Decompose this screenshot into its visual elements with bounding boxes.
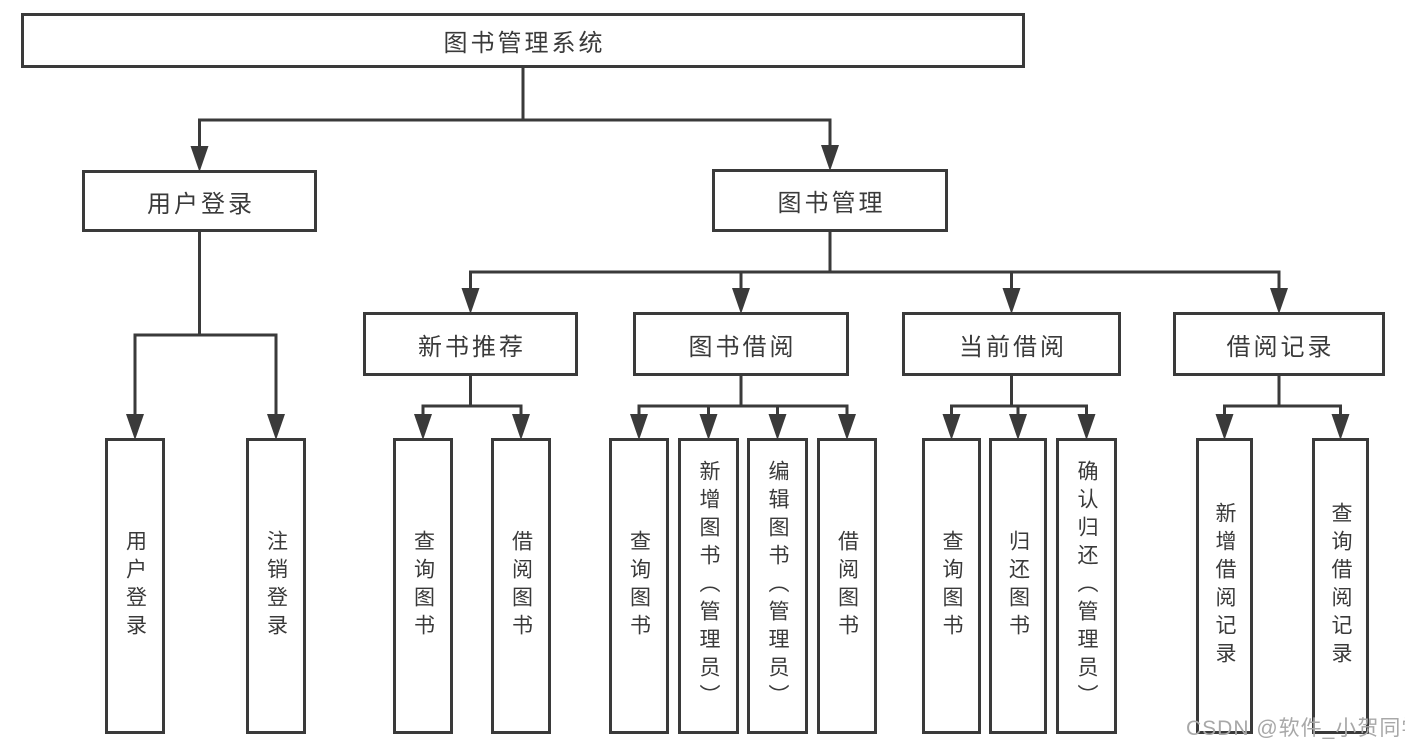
arrowhead-icon [630, 414, 648, 440]
node-label-cb-query: 查询图书 [940, 530, 963, 642]
node-label-new-book-rec: 新书推荐 [418, 333, 526, 361]
arrowhead-icon [732, 288, 750, 314]
node-label-current-borrow: 当前借阅 [959, 333, 1067, 361]
arrowhead-icon [1270, 288, 1288, 314]
arrowhead-icon [838, 414, 856, 440]
node-label-bb-query: 查询图书 [627, 530, 651, 642]
node-cb-return: 归还图书 [989, 438, 1047, 734]
node-label-bb-add: 新增图书（管理员） [697, 460, 720, 712]
node-label-leaf-logout: 注销登录 [264, 530, 288, 642]
arrowhead-icon [1331, 414, 1350, 440]
arrowhead-icon [821, 145, 839, 171]
node-label-user-login: 用户登录 [147, 190, 255, 218]
node-label-leaf-user-login: 用户登录 [123, 530, 147, 642]
node-label-br-query: 查询借阅记录 [1329, 502, 1352, 670]
node-borrow-records: 借阅记录 [1173, 312, 1385, 376]
node-label-cb-return: 归还图书 [1006, 530, 1030, 642]
node-label-nbr-query: 查询图书 [411, 530, 435, 642]
node-leaf-user-login: 用户登录 [105, 438, 165, 734]
node-label-br-add: 新增借阅记录 [1213, 502, 1236, 670]
node-label-bb-borrow: 借阅图书 [835, 530, 859, 642]
node-current-borrow: 当前借阅 [902, 312, 1121, 376]
node-root: 图书管理系统 [21, 13, 1025, 68]
arrowhead-icon [126, 414, 144, 440]
watermark: CSDN @软件_小贺同学 [1186, 717, 1405, 740]
arrowhead-icon [461, 288, 480, 314]
node-label-root: 图书管理系统 [443, 30, 606, 57]
node-book-mgmt: 图书管理 [712, 169, 948, 232]
node-label-borrow-records: 借阅记录 [1226, 333, 1335, 361]
arrowhead-icon [699, 414, 718, 440]
arrowhead-icon [190, 146, 209, 172]
node-label-bb-edit: 编辑图书（管理员） [766, 460, 789, 712]
node-label-book-mgmt: 图书管理 [777, 190, 886, 217]
node-cb-confirm: 确认归还（管理员） [1056, 438, 1117, 734]
arrowhead-icon [1002, 288, 1021, 314]
arrowhead-icon [768, 414, 787, 440]
node-bb-query: 查询图书 [609, 438, 669, 734]
arrowhead-icon [1077, 414, 1096, 440]
node-label-book-borrow: 图书借阅 [688, 333, 797, 361]
arrowhead-icon [1009, 414, 1027, 440]
node-br-query: 查询借阅记录 [1312, 438, 1369, 734]
node-user-login: 用户登录 [82, 170, 317, 232]
arrowhead-icon [942, 414, 961, 440]
arrowhead-icon [512, 414, 530, 440]
node-bb-add: 新增图书（管理员） [678, 438, 739, 734]
node-leaf-logout: 注销登录 [246, 438, 306, 734]
node-new-book-rec: 新书推荐 [363, 312, 578, 376]
arrowhead-icon [267, 414, 285, 440]
node-label-cb-confirm: 确认归还（管理员） [1075, 460, 1098, 712]
node-bb-borrow: 借阅图书 [817, 438, 877, 734]
arrowhead-icon [1215, 414, 1234, 440]
node-cb-query: 查询图书 [922, 438, 981, 734]
node-br-add: 新增借阅记录 [1196, 438, 1253, 734]
arrowhead-icon [414, 414, 432, 440]
node-label-nbr-borrow: 借阅图书 [509, 530, 533, 642]
node-nbr-query: 查询图书 [393, 438, 453, 734]
node-book-borrow: 图书借阅 [633, 312, 849, 376]
node-nbr-borrow: 借阅图书 [491, 438, 551, 734]
node-bb-edit: 编辑图书（管理员） [747, 438, 808, 734]
